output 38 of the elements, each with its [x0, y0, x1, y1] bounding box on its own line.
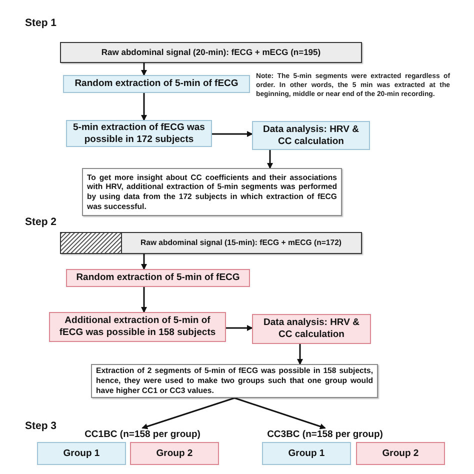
- node-text: Raw abdominal signal (20-min): fECG + mECG (n=195): [101, 47, 321, 58]
- process-box: [49, 312, 226, 342]
- arrow: [297, 344, 303, 365]
- node-text: Data analysis: HRV & CC calculation: [262, 317, 360, 341]
- process-box: [60, 232, 362, 254]
- step-label: Step 3: [25, 420, 57, 432]
- step-label: Step 1: [25, 17, 57, 29]
- node-text: CC3BC (n=158 per group): [267, 429, 383, 441]
- process-box: [66, 269, 250, 287]
- process-box: [262, 442, 351, 465]
- node-text: CC1BC (n=158 per group): [84, 429, 200, 441]
- process-box: [252, 121, 370, 150]
- arrow: [141, 254, 147, 270]
- arrow: [234, 397, 326, 430]
- arrow: [141, 93, 147, 121]
- arrow: [212, 131, 253, 137]
- node-text: Random extraction of 5-min of fECG: [76, 272, 240, 284]
- process-box: [63, 75, 250, 93]
- process-box: [37, 442, 126, 465]
- node-text: Data analysis: HRV & CC calculation: [262, 124, 360, 148]
- arrow: [226, 325, 253, 331]
- process-box: [252, 314, 371, 344]
- process-box: [356, 442, 445, 465]
- arrow: [141, 287, 147, 313]
- arrow: [267, 150, 273, 169]
- node-text: Additional extraction of 5-min of fECG was possible in 158 subjects: [58, 315, 217, 339]
- process-box: [60, 42, 362, 63]
- node-text: Group 2: [156, 448, 193, 460]
- node-text: Random extraction of 5-min of fECG: [74, 78, 238, 90]
- node-text: Group 1: [288, 448, 325, 460]
- step-label: Step 2: [25, 216, 57, 228]
- node-text: Group 2: [382, 448, 419, 460]
- arrow: [141, 63, 147, 76]
- process-box: [66, 120, 212, 147]
- process-box: [130, 442, 219, 465]
- node-text: Group 1: [63, 448, 100, 460]
- node-text: 5-min extraction of fECG was possible in 172 subjects: [72, 122, 206, 146]
- arrow: [142, 397, 235, 430]
